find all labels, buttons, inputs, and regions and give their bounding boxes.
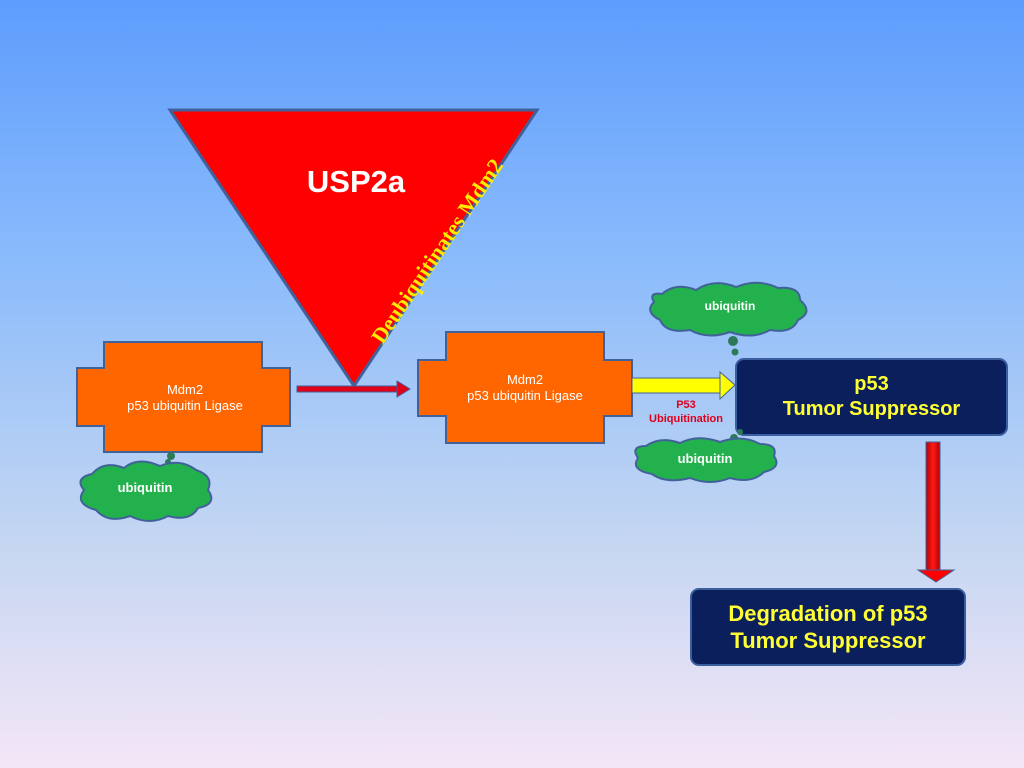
mdm2-left-line2: p53 ubiquitin Ligase xyxy=(127,398,243,413)
usp2a-triangle xyxy=(167,108,540,389)
ubiquitination-line1: P53 xyxy=(676,399,696,412)
degradation-box-line2: Tumor Suppressor xyxy=(730,628,926,653)
cloud-bottom-right-ubiquitin xyxy=(634,429,778,483)
cloud-top-right-label: ubiquitin xyxy=(704,298,756,313)
cloud-left-ubiquitin xyxy=(79,452,213,522)
mdm2-right-line2: p53 ubiquitin Ligase xyxy=(467,388,583,403)
cloud-top-right-ubiquitin xyxy=(649,281,808,356)
mdm2-right-shape xyxy=(417,331,633,444)
cloud-bottom-right-label: ubiquitin xyxy=(677,450,733,466)
degradation-box-line1: Degradation of p53 xyxy=(728,600,928,626)
ubiquitination-label: P53 Ubiquitination xyxy=(636,398,736,428)
ubiquitination-arrow xyxy=(631,370,736,401)
activation-arrow xyxy=(296,380,411,398)
usp2a-title: USP2a xyxy=(306,163,406,199)
degradation-arrow xyxy=(916,441,956,583)
mdm2-right-line1: Mdm2 xyxy=(506,371,544,387)
mdm2-left-line1: Mdm2 xyxy=(166,381,204,397)
degradation-box-label: Degradation of p53 Tumor Suppressor xyxy=(691,592,965,662)
p53-box-line1: p53 xyxy=(854,373,889,395)
mdm2-left-shape xyxy=(76,341,291,453)
cloud-left-label: ubiquitin xyxy=(117,479,173,495)
mdm2-left-label: Mdm2 p53 ubiquitin Ligase xyxy=(90,370,280,426)
mdm2-right-label: Mdm2 p53 ubiquitin Ligase xyxy=(428,360,622,416)
degradation-box-shape xyxy=(690,588,966,666)
ubiquitination-line2: Ubiquitination xyxy=(649,413,723,425)
p53-box-line2: Tumor Suppressor xyxy=(782,398,961,420)
p53-box-shape xyxy=(735,358,1008,436)
p53-box-label: p53 Tumor Suppressor xyxy=(736,364,1007,430)
